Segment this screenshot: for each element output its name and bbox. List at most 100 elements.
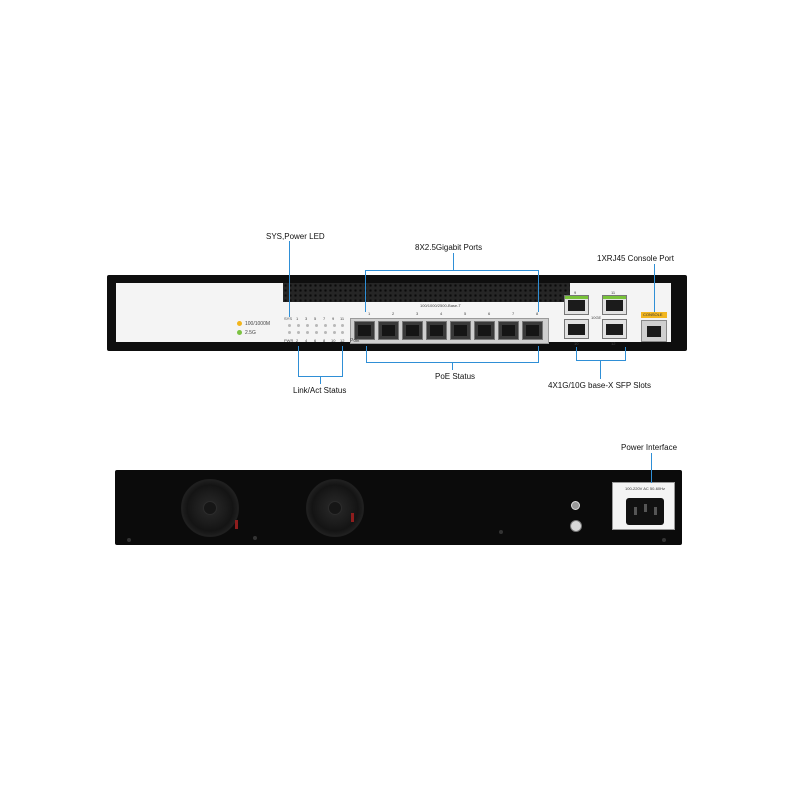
callout-line (298, 346, 299, 377)
power-rating: 100-220V AC 50-60Hz (625, 486, 666, 491)
callout-line (452, 362, 453, 370)
led-number: 3 (305, 316, 308, 321)
callout-console-port: 1XRJ45 Console Port (597, 254, 674, 263)
power-pin (654, 507, 657, 515)
callout-line (625, 347, 626, 361)
speed-legend-green-dot (237, 330, 242, 335)
ground-icon (570, 520, 582, 532)
rj45-port-1[interactable] (354, 321, 375, 340)
callout-line (538, 270, 539, 312)
status-led (324, 331, 327, 334)
screw (253, 536, 257, 540)
console-tag-text: CONSOLE (643, 312, 663, 317)
callout-line (366, 346, 367, 363)
sfp-number: 10 (574, 341, 579, 346)
callout-line (365, 270, 366, 312)
status-led (297, 331, 300, 334)
port-number: 8 (536, 311, 539, 316)
port-number: 5 (464, 311, 467, 316)
rj45-port-2[interactable] (378, 321, 399, 340)
power-pin (644, 504, 647, 512)
port-number: 2 (392, 311, 395, 316)
led-number: 10 (331, 338, 336, 343)
status-led (315, 324, 318, 327)
led-number: 2 (296, 338, 299, 343)
screw (499, 530, 503, 534)
port-number: 6 (488, 311, 491, 316)
rj45-port-7[interactable] (498, 321, 519, 340)
sfp-slot-11[interactable] (602, 295, 627, 315)
callout-poe-status: PoE Status (435, 372, 476, 381)
led-label-sys: SYS (284, 316, 293, 321)
console-port[interactable] (641, 320, 667, 342)
callout-line (366, 362, 539, 363)
sfp-slot-10[interactable] (564, 319, 589, 339)
callout-line (365, 270, 539, 271)
status-led (341, 331, 344, 334)
callout-line (538, 346, 539, 363)
sfp-slot-9[interactable] (564, 295, 589, 315)
power-pin (634, 507, 637, 515)
rj45-port-5[interactable] (450, 321, 471, 340)
callout-line (654, 264, 655, 312)
led-number: 8 (323, 338, 326, 343)
sfp-number: 11 (611, 290, 616, 295)
port-number: 1 (368, 311, 371, 316)
poe-label: PoE (350, 338, 360, 344)
led-number: 1 (296, 316, 299, 321)
fan-hub (328, 501, 342, 515)
callout-sfp-slots: 4X1G/10G base-X SFP Slots (548, 381, 652, 390)
callout-line (576, 347, 577, 361)
port-block-header: 100/1000/2500-Base-T (420, 303, 461, 308)
callout-sys-power-led: SYS,Power LED (266, 232, 325, 241)
led-number: 12 (340, 338, 345, 343)
port-number: 3 (416, 311, 419, 316)
status-led (297, 324, 300, 327)
fan-wire (351, 513, 354, 522)
sfp-number: 9 (574, 290, 577, 295)
led-number: 9 (332, 316, 335, 321)
status-led (315, 331, 318, 334)
sfp-side-label: 10GE (591, 315, 602, 320)
screw (662, 538, 666, 542)
callout-line (600, 360, 601, 379)
rj45-port-6[interactable] (474, 321, 495, 340)
rj45-port-8[interactable] (522, 321, 543, 340)
status-led (288, 324, 291, 327)
led-number: 11 (340, 316, 345, 321)
speed-legend-amber-dot (237, 321, 242, 326)
led-label-pwr: PWR (284, 338, 294, 343)
sfp-slot-12[interactable] (602, 319, 627, 339)
port-number: 4 (440, 311, 443, 316)
sfp-number: 12 (611, 341, 616, 346)
callout-line (289, 241, 290, 317)
callout-power-interface: Power Interface (621, 443, 678, 452)
led-number: 6 (314, 338, 317, 343)
ground-screw (571, 501, 580, 510)
callout-link-act-status: Link/Act Status (293, 386, 347, 395)
callout-line (320, 376, 321, 384)
led-number: 4 (305, 338, 308, 343)
speed-legend-2: 2.5G (245, 330, 256, 336)
status-led (341, 324, 344, 327)
console-tag (641, 312, 667, 318)
port-number: 7 (512, 311, 515, 316)
led-number: 7 (323, 316, 326, 321)
status-led (288, 331, 291, 334)
screw (127, 538, 131, 542)
callout-gigabit-ports: 8X2.5Gigabit Ports (415, 243, 483, 252)
callout-line (576, 360, 626, 361)
callout-line (453, 253, 454, 270)
status-led (333, 324, 336, 327)
rj45-port-4[interactable] (426, 321, 447, 340)
callout-line (298, 376, 343, 377)
callout-line (651, 453, 652, 483)
status-led (333, 331, 336, 334)
status-led (306, 331, 309, 334)
fan-hub (203, 501, 217, 515)
status-led (324, 324, 327, 327)
speed-legend-1: 100/1000M (245, 321, 271, 327)
fan-wire (235, 520, 238, 529)
rj45-port-3[interactable] (402, 321, 423, 340)
front-vent-grille (283, 283, 570, 302)
